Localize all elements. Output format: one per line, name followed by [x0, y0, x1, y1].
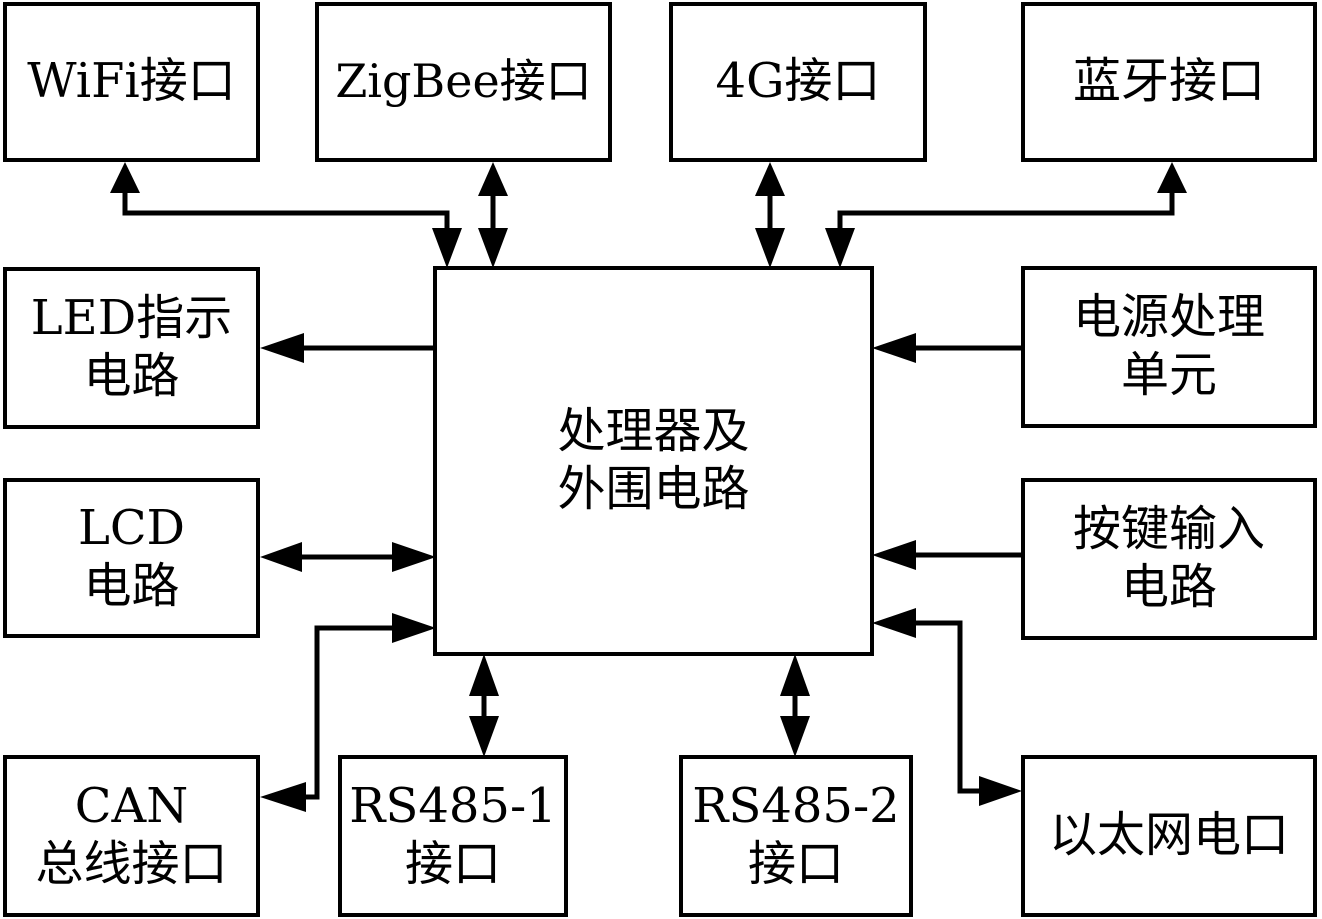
- g4-arrowhead-up: [755, 162, 785, 196]
- power-unit-label-line1: 电源处理: [1072, 289, 1265, 346]
- 4g-interface-label: 4G接口: [715, 53, 881, 110]
- rs485-1-arrowhead-up: [469, 654, 499, 696]
- lcd-label-line1: LCD: [77, 500, 186, 557]
- wifi-arrowhead: [110, 162, 140, 193]
- zigbee-arrowhead-up: [478, 162, 508, 196]
- lcd-arrowhead-left: [260, 542, 302, 572]
- bluetooth-interface-block: 蓝牙接口: [1021, 2, 1317, 162]
- can-bus-block: CAN 总线接口: [3, 755, 260, 917]
- key-input-block: 按键输入 电路: [1021, 478, 1317, 640]
- can-processor-arrowhead: [392, 613, 436, 643]
- rs485-2-arrowhead-down: [780, 716, 810, 757]
- lcd-label-line2: 电路: [83, 558, 180, 614]
- power-arrowhead: [872, 333, 916, 363]
- ethernet-connector: [912, 620, 983, 794]
- led-arrowhead: [260, 333, 304, 363]
- power-unit-block: 电源处理 单元: [1021, 266, 1317, 428]
- bluetooth-processor-arrowhead: [825, 228, 855, 268]
- rs485-1-label-line1: RS485-1: [349, 778, 557, 835]
- ethernet-port-block: 以太网电口: [1021, 755, 1317, 917]
- ethernet-port-label: 以太网电口: [1048, 807, 1289, 864]
- rs485-2-arrowhead-up: [780, 654, 810, 696]
- led-indicator-block: LED指示 电路: [3, 267, 260, 429]
- can-bus-label-line2: 总线接口: [35, 836, 228, 892]
- rs485-1-label-line2: 接口: [404, 836, 501, 892]
- zigbee-interface-block: ZigBee接口: [315, 2, 612, 162]
- key-input-label-line1: 按键输入: [1072, 501, 1265, 558]
- processor-label-line2: 外围电路: [557, 461, 750, 517]
- wifi-interface-block: WiFi接口: [3, 2, 260, 162]
- rs485-2-label-line2: 接口: [747, 836, 844, 892]
- lcd-block: LCD 电路: [3, 478, 260, 638]
- ethernet-processor-arrowhead: [872, 608, 916, 638]
- can-connector: [302, 625, 397, 800]
- rs485-1-block: RS485-1 接口: [338, 755, 568, 917]
- 4g-interface-block: 4G接口: [669, 2, 927, 162]
- lcd-arrowhead-right: [392, 542, 436, 572]
- processor-block: 处理器及 外围电路: [433, 266, 874, 656]
- bluetooth-interface-label: 蓝牙接口: [1072, 53, 1265, 110]
- wifi-connector: [122, 190, 450, 230]
- keys-arrowhead: [872, 540, 916, 570]
- wifi-processor-arrowhead: [432, 228, 462, 268]
- bluetooth-arrowhead: [1157, 162, 1187, 193]
- rs485-2-label-line1: RS485-2: [692, 778, 900, 835]
- g4-arrowhead-down: [755, 228, 785, 268]
- can-arrowhead: [260, 782, 306, 812]
- ethernet-arrowhead: [979, 776, 1022, 806]
- rs485-1-arrowhead-down: [469, 716, 499, 757]
- zigbee-interface-label: ZigBee接口: [335, 54, 592, 109]
- led-indicator-label-line1: LED指示: [30, 290, 233, 347]
- rs485-2-block: RS485-2 接口: [679, 755, 913, 917]
- can-bus-label-line1: CAN: [74, 778, 189, 835]
- processor-label-line1: 处理器及: [557, 403, 750, 460]
- zigbee-arrowhead-down: [478, 228, 508, 268]
- power-unit-label-line2: 单元: [1120, 347, 1217, 403]
- wifi-interface-label: WiFi接口: [27, 53, 236, 110]
- bluetooth-connector: [837, 190, 1175, 230]
- led-indicator-label-line2: 电路: [83, 348, 180, 404]
- key-input-label-line2: 电路: [1120, 559, 1217, 615]
